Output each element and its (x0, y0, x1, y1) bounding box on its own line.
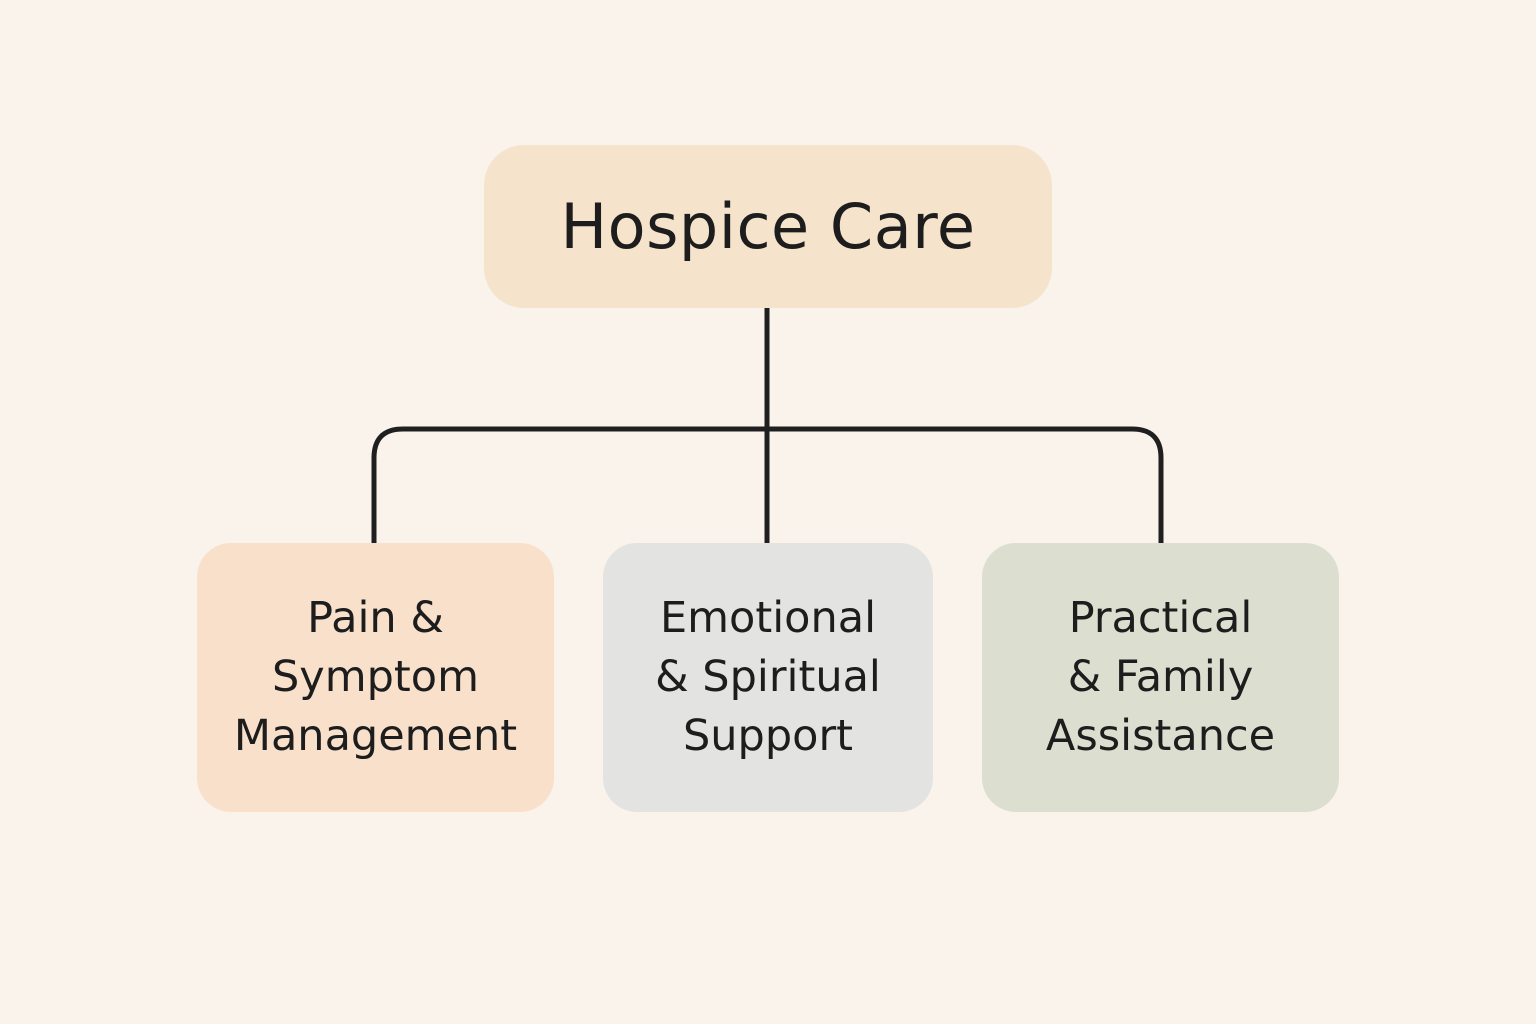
root-node-box: Hospice Care (484, 145, 1052, 308)
root-node-label: Hospice Care (560, 190, 976, 263)
branch-line-right (767, 426, 1164, 543)
branch-line-left (371, 426, 767, 543)
child-node-pain-symptom-management: Pain & Symptom Management (197, 543, 554, 812)
child-node-label: Emotional & Spiritual Support (655, 593, 881, 761)
child-node-label: Pain & Symptom Management (233, 593, 518, 761)
child-node-emotional-spiritual-support: Emotional & Spiritual Support (603, 543, 933, 812)
child-node-practical-family-assistance: Practical & Family Assistance (982, 543, 1339, 812)
child-node-label: Practical & Family Assistance (1045, 593, 1276, 761)
